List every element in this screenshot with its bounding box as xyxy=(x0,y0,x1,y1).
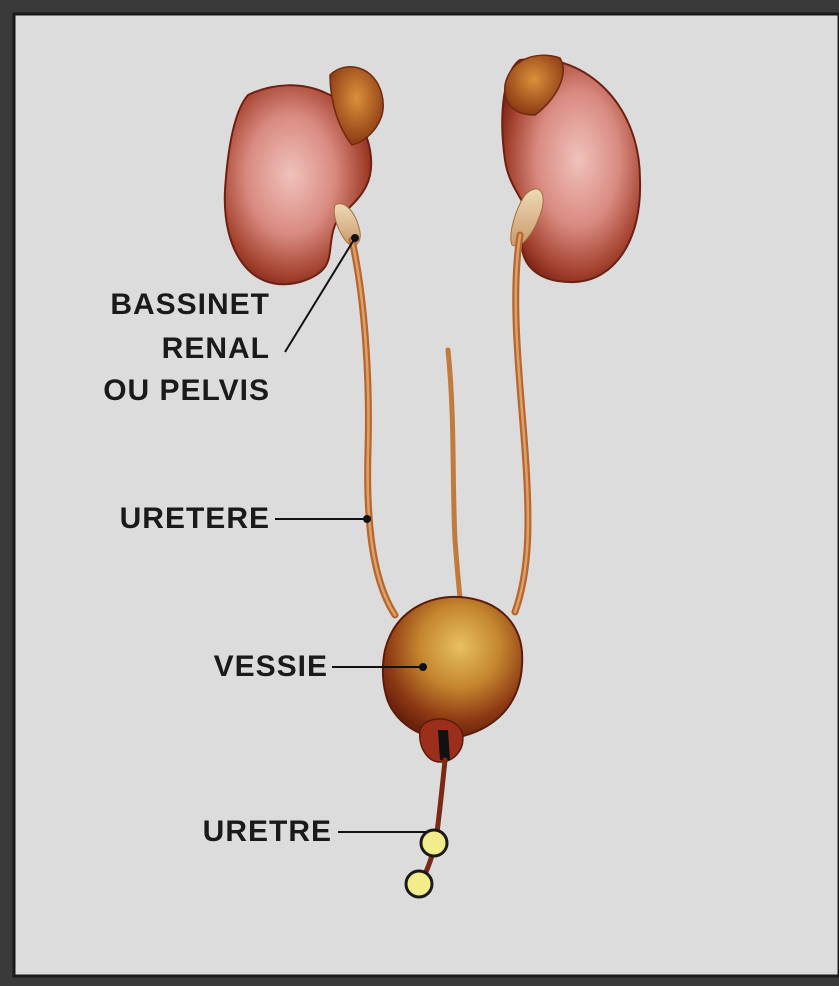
label-vessie: VESSIE xyxy=(100,650,328,684)
sphincter-upper xyxy=(421,830,447,856)
label-uretre: URETRE xyxy=(100,815,332,849)
label-renal: RENAL xyxy=(40,332,270,366)
label-ou-pelvis: OU PELVIS xyxy=(40,374,270,408)
sphincter-lower xyxy=(406,871,432,897)
label-bassinet: BASSINET xyxy=(40,288,270,322)
label-uretere: URETERE xyxy=(40,502,270,536)
